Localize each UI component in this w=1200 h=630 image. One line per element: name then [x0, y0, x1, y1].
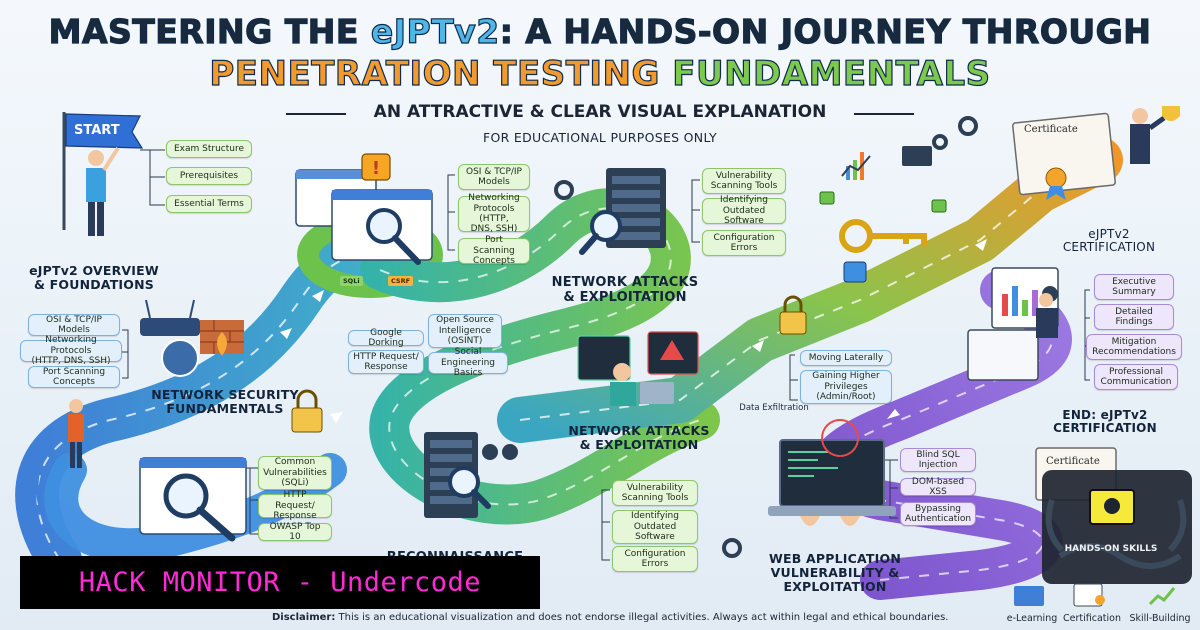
undercode-mascot [1042, 470, 1192, 584]
person-bottom-left [68, 399, 84, 468]
browser-windows: ! [295, 153, 433, 265]
pill-vuln-tools-bottom: Vulnerability Scanning Tools [612, 480, 698, 506]
footer-label-elearning: e-Learning [1006, 613, 1058, 624]
certificate-top-label: Certificate [1024, 124, 1078, 135]
pill-moving-laterally: Moving Laterally [800, 350, 892, 366]
pill-port-scan-left: Port Scanning Concepts [28, 366, 120, 388]
pill-blind-sqli: Blind SQL Injection [900, 448, 976, 472]
pill-outdated-bottom: Identifying Outdated Software [612, 510, 698, 544]
footer-label-skill-building: Skill-Building [1129, 613, 1191, 624]
subtitle-rule-right [854, 113, 914, 115]
section-end-cert: END: eJPTv2 CERTIFICATION [1053, 408, 1157, 436]
report-illustration [967, 267, 1059, 381]
pill-protocols-top: Networking Protocols (HTTP, DNS, SSH) [458, 193, 530, 234]
banner-text: HACK MONITOR - Undercode [78, 567, 482, 598]
pill-exam-structure: Exam Structure [166, 140, 252, 158]
growth-chart-icon [841, 146, 932, 180]
router-illustration [140, 299, 200, 377]
subtitle: AN ATTRACTIVE & CLEAR VISUAL EXPLANATION [373, 102, 827, 122]
pill-prerequisites: Prerequisites [166, 167, 252, 185]
pill-osint: Open Source Intelligence (OSINT) [428, 314, 502, 348]
pill-higher-privileges: Gaining Higher Privileges (Admin/Root) [800, 370, 892, 404]
pill-outdated-top: Identifying Outdated Software [702, 195, 786, 226]
pill-config-top: Configuration Errors [702, 230, 786, 256]
start-flag-label: START [74, 123, 120, 138]
pill-port-scan-top: Port Scanning Concepts [458, 235, 530, 266]
pill-config-bottom: Configuration Errors [612, 546, 698, 572]
section-network-attacks-top: NETWORK ATTACKS & EXPLOITATION [551, 275, 699, 305]
pill-essential-terms: Essential Terms [166, 195, 252, 213]
footer-label-certification: Certification [1063, 613, 1121, 624]
pill-detailed-findings: Detailed Findings [1094, 304, 1174, 330]
server-rack-top [579, 168, 666, 255]
pill-prof-comm: Professional Communication [1094, 364, 1178, 390]
pill-protocols-left: Networking Protocols (HTTP, DNS, SSH) [20, 335, 122, 366]
pill-google-dorking: Google Dorking [348, 328, 424, 348]
data-exfiltration-label: Data Exfiltration [739, 403, 809, 413]
padlock-icons [291, 191, 947, 433]
section-network-security: NETWORK SECURITY FUNDAMENTALS [151, 387, 299, 416]
firewall-illustration [200, 320, 244, 356]
tag-csrf: CSRF [388, 276, 414, 286]
hack-monitor-banner: HACK MONITOR - Undercode [20, 556, 540, 609]
search-window-bottom [139, 457, 247, 542]
pill-osi-top: OSI & TCP/IP Models [458, 164, 530, 190]
main-title-line1: MASTERING THE eJPTv2: A HANDS-ON JOURNEY… [48, 11, 1152, 51]
section-network-attacks-mid: NETWORK ATTACKS & EXPLOITATION [568, 423, 710, 452]
disclaimer-text: This is an educational visualization and… [335, 612, 949, 623]
curved-arrow [35, 455, 46, 517]
disclaimer-label: Disclaimer: [272, 612, 336, 623]
businessman-trophy [1130, 106, 1180, 164]
pill-owasp: OWASP Top 10 [258, 522, 332, 542]
pill-exec-summary: Executive Summary [1094, 274, 1174, 300]
certificate-bottom-label: Certificate [1046, 456, 1100, 467]
pill-vuln-tools-top: Vulnerability Scanning Tools [702, 168, 786, 194]
section-overview: eJPTv2 OVERVIEW & FOUNDATIONS [29, 263, 159, 292]
pill-http-request: HTTP Request/ Response [348, 350, 424, 374]
disclaimer: Disclaimer: This is an educational visua… [272, 612, 948, 623]
pill-bypass-auth: Bypassing Authentication [900, 502, 976, 526]
tag-sqli: SQLi [340, 276, 363, 286]
web-app-laptop [768, 419, 896, 526]
key-illustration [839, 219, 927, 253]
hands-on-badge: HANDS-ON SKILLS [1064, 544, 1158, 554]
section-web-app: WEB APPLICATION VULNERABILITY & EXPLOITA… [769, 551, 901, 594]
pill-http-req-resp: HTTP Request/ Response [258, 490, 332, 521]
gear-icons [554, 116, 978, 558]
hacker-laptop [577, 331, 699, 406]
certificate-top [1012, 112, 1116, 200]
section-cert-top: eJPTv2 CERTIFICATION [1062, 227, 1156, 255]
pill-dom-xss: DOM-based XSS [900, 477, 976, 497]
person-start [86, 146, 120, 236]
pill-social-eng: Social Engineering Basics [428, 347, 508, 378]
svg-text:!: ! [372, 158, 380, 179]
pill-common-vulns: Common Vulnerabilities (SQLi) [258, 456, 332, 490]
start-flag-illustration [62, 112, 144, 230]
main-title-line2: PENETRATION TESTING FUNDAMENTALS [209, 53, 991, 94]
pill-osi-left: OSI & TCP/IP Models [28, 314, 120, 336]
server-rack-bottom [424, 432, 518, 518]
footer-icons [1014, 583, 1176, 607]
subtitle-rule-left [286, 113, 346, 115]
pill-mitigation: Mitigation Recommendations [1086, 334, 1182, 360]
educational-note: FOR EDUCATIONAL PURPOSES ONLY [483, 130, 717, 145]
